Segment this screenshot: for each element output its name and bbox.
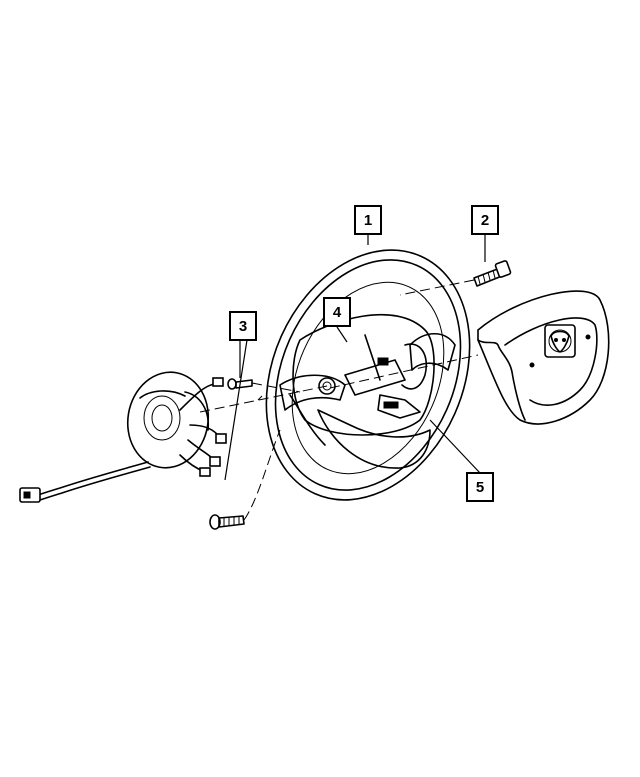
upper-screw-alignment-line	[251, 382, 301, 393]
callout-4-label: 4	[333, 304, 342, 321]
clockspring	[19, 371, 227, 503]
ram-head-logo-icon	[544, 324, 576, 358]
mounting-bolt	[473, 260, 512, 287]
screw-lower	[209, 514, 245, 530]
screw-upper	[227, 378, 253, 390]
airbag-module	[477, 290, 610, 425]
leader-3b	[224, 339, 248, 481]
callout-4: 4	[323, 297, 351, 327]
steering-wheel	[265, 249, 471, 501]
clockspring-alignment-line	[199, 385, 328, 413]
callout-2: 2	[471, 205, 499, 235]
lower-screw-alignment-line	[243, 429, 281, 521]
leader-5	[429, 419, 481, 474]
screw-guide-line	[257, 395, 263, 401]
leader-4	[336, 326, 348, 343]
airbag-alignment-line	[329, 354, 479, 389]
callout-3-label: 3	[239, 318, 247, 335]
callout-2-label: 2	[481, 212, 489, 229]
callout-5: 5	[466, 472, 494, 502]
callout-1: 1	[354, 205, 382, 235]
callout-3: 3	[229, 311, 257, 341]
callout-5-label: 5	[476, 479, 484, 496]
bolt-alignment-line	[399, 279, 475, 296]
callout-1-label: 1	[364, 212, 372, 229]
